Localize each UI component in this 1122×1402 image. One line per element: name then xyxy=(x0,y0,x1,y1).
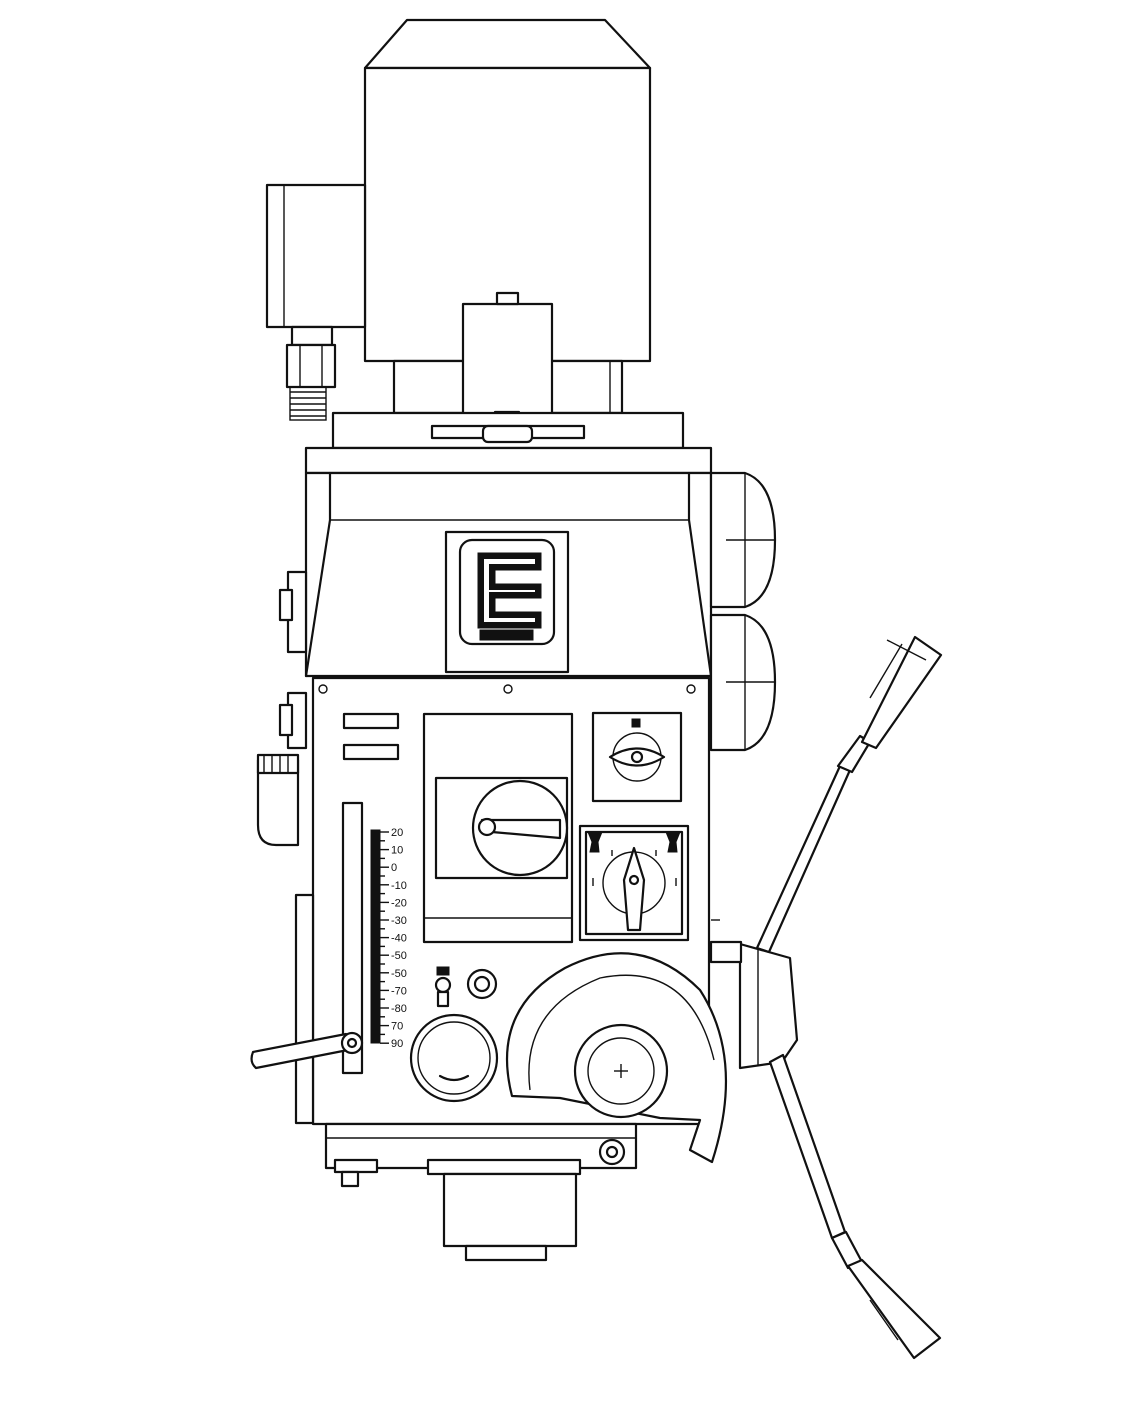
depth-scale-label: -30 xyxy=(391,915,407,927)
main-power-switch[interactable] xyxy=(422,712,574,944)
depth-scale-label: -50 xyxy=(391,968,407,980)
depth-scale-ticks: 20 10 0 -10 -20 -30 -40 -50 -50 -70 -80 70 90 xyxy=(380,827,407,1050)
left-side-fittings xyxy=(256,570,308,847)
side-gearbox-caps xyxy=(709,471,777,752)
depth-scale-label: -50 xyxy=(391,950,407,962)
brand-logo-plate xyxy=(444,530,570,674)
indicator-lamp xyxy=(466,968,498,1000)
cable-gland-thread xyxy=(289,386,327,421)
depth-scale: 20 10 0 -10 -20 -30 -40 -50 -50 -70 -80 70 90 xyxy=(341,801,407,1075)
depth-scale-label: -20 xyxy=(391,897,407,909)
depth-scale-label: -40 xyxy=(391,933,407,945)
info-label-plate-1 xyxy=(342,712,400,730)
depth-scale-label: -80 xyxy=(391,1003,407,1015)
speed-selector-switch[interactable] xyxy=(578,824,690,942)
coolant-switch[interactable] xyxy=(434,966,452,1008)
info-label-plate-2 xyxy=(342,743,400,761)
depth-scale-label: 0 xyxy=(391,862,397,874)
motor-junction-box xyxy=(265,183,367,421)
depth-scale-label: 70 xyxy=(391,1021,403,1033)
belt-housing xyxy=(331,291,685,450)
depth-scale-label: 10 xyxy=(391,845,403,857)
direction-selector-switch[interactable] xyxy=(591,711,683,803)
depth-scale-label: -10 xyxy=(391,880,407,892)
depth-scale-label: 90 xyxy=(391,1038,403,1050)
depth-stop-lever[interactable] xyxy=(250,1031,364,1070)
depth-scale-label: 20 xyxy=(391,827,403,839)
feed-gear-guard xyxy=(505,952,728,1164)
spindle-base xyxy=(324,1122,638,1262)
feed-lever-assembly[interactable] xyxy=(709,635,943,1360)
emergency-stop-button[interactable] xyxy=(409,1013,499,1103)
depth-scale-label: -70 xyxy=(391,985,407,997)
